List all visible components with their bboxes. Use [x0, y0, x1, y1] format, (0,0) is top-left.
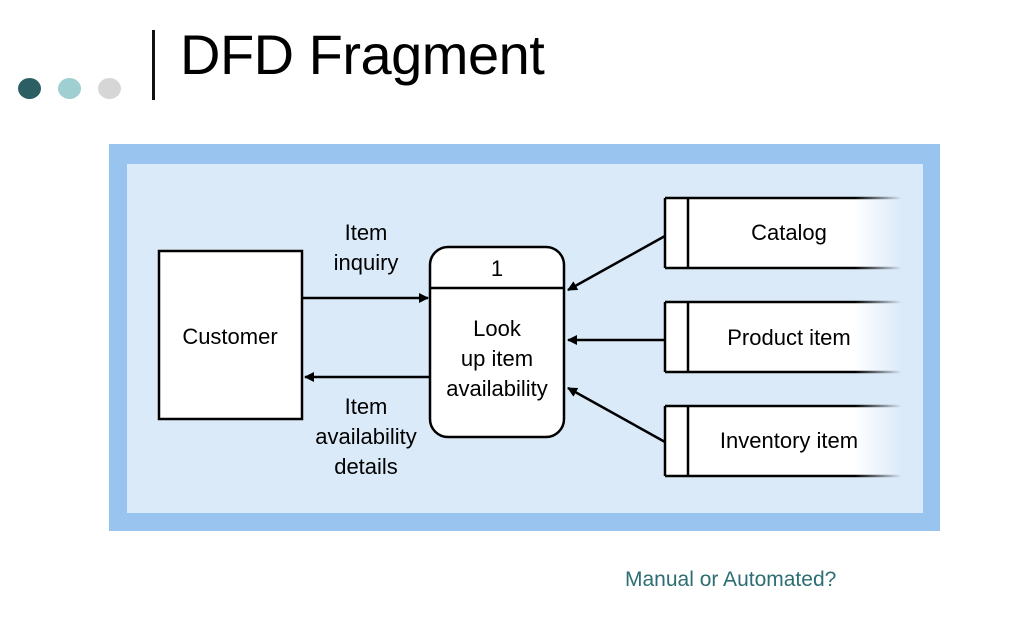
- bullet-dot-2: [58, 78, 81, 99]
- slide-title: DFD Fragment: [180, 23, 545, 86]
- data-store-catalog-label: Catalog: [751, 220, 827, 245]
- process-box: [428, 245, 566, 439]
- process-label-line-1: Look: [473, 316, 522, 341]
- availability-details-label-line-2: availability: [315, 424, 417, 449]
- process-label-line-3: availability: [446, 376, 548, 401]
- catalog-to-process-arrow: [567, 234, 666, 292]
- data-store-inventory-item-label: Inventory item: [720, 428, 858, 453]
- bullet-dot-1: [18, 78, 41, 99]
- process-label-line-2: up item: [461, 346, 533, 371]
- item-inquiry-label-line-1: Item: [345, 220, 388, 245]
- data-store-fade: [855, 196, 910, 481]
- customer-entity-box: [157, 249, 304, 421]
- process-number: 1: [491, 256, 503, 281]
- data-store-product-item-label: Product item: [727, 325, 851, 350]
- item-inquiry-label-line-2: inquiry: [334, 250, 399, 275]
- availability-details-label-line-1: Item: [345, 394, 388, 419]
- bullet-dot-3: [98, 78, 121, 99]
- inventory-item-to-process-arrow: [567, 386, 666, 444]
- title-divider: [152, 30, 155, 100]
- availability-details-label-line-3: details: [334, 454, 398, 479]
- footer-note: Manual or Automated?: [625, 568, 837, 591]
- customer-entity-label: Customer: [182, 324, 277, 349]
